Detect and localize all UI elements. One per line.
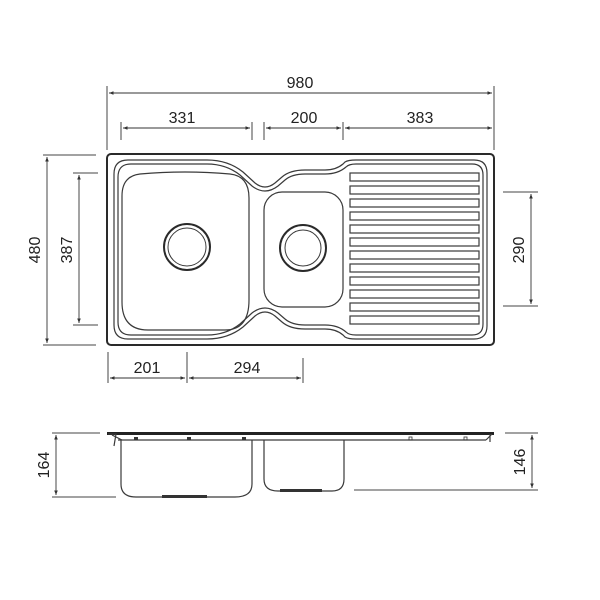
large-bowl (121, 171, 250, 331)
dimension-large-bowl-height: 164 (36, 432, 116, 498)
dimension-small-bowl-width: 200 (263, 110, 344, 140)
overall-width-label: 980 (287, 75, 314, 92)
side-deck-top (107, 432, 494, 435)
dimension-large-bowl-width: 331 (120, 110, 253, 140)
dimension-overall-width: 980 (106, 75, 495, 150)
dimension-drainboard-width: 383 (345, 110, 492, 130)
small-bowl-width-label: 200 (291, 110, 318, 127)
overall-depth-label: 480 (27, 237, 44, 264)
top-view: 980 331 200 383 480 (27, 75, 538, 383)
drainboard-grooves (349, 172, 480, 325)
small-bowl (263, 191, 344, 308)
large-bowl-depth-label: 387 (59, 237, 76, 264)
dimension-small-bowl-height: 146 (354, 432, 538, 491)
side-large-drain (162, 495, 207, 498)
drainboard-width-label: 383 (407, 110, 434, 127)
dimension-large-bowl-depth: 387 (59, 172, 98, 326)
dimension-drain-positions: 201 294 (107, 352, 304, 383)
dimension-small-bowl-depth: 290 (503, 191, 538, 307)
side-small-drain (280, 489, 322, 492)
deck-rim-inner (117, 163, 484, 336)
drain-spacing-label: 294 (234, 360, 261, 377)
deck-rim-outer (113, 159, 488, 340)
dimension-overall-depth: 480 (27, 154, 96, 346)
small-bowl-height-label: 146 (512, 449, 529, 476)
sink-outer-frame (106, 153, 495, 346)
side-view: 164 146 (36, 432, 538, 498)
side-small-bowl (263, 440, 345, 492)
large-bowl-drain (163, 223, 211, 271)
small-bowl-depth-label: 290 (511, 237, 528, 264)
side-large-bowl (120, 440, 253, 498)
large-drain-offset-label: 201 (134, 360, 161, 377)
large-bowl-width-label: 331 (169, 110, 196, 127)
small-bowl-drain (279, 224, 327, 272)
large-bowl-height-label: 164 (36, 452, 53, 479)
